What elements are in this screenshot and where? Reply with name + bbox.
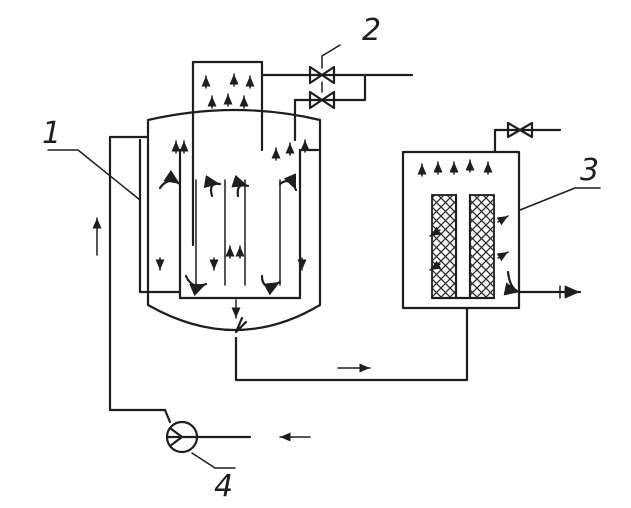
valve-upper[interactable]	[308, 65, 336, 85]
leader-lines	[47, 44, 601, 469]
liquid-outlet-line	[517, 285, 582, 299]
valve-lower[interactable]	[308, 81, 336, 110]
transfer-line	[234, 306, 469, 382]
feed-line	[92, 217, 311, 442]
gas-outlet-line	[260, 55, 414, 142]
gas-column	[191, 60, 264, 247]
label-reactor: 1	[42, 116, 61, 151]
label-valve: 2	[362, 13, 381, 48]
separator-vessel	[401, 128, 562, 310]
separator-flow-arrows	[417, 159, 522, 296]
draft-tube	[138, 138, 320, 300]
reactor-vessel	[108, 108, 322, 412]
filter-element	[430, 193, 496, 300]
valve-separator[interactable]	[506, 121, 534, 139]
pump[interactable]	[163, 408, 199, 454]
label-pump: 4	[214, 469, 233, 504]
circulation-arrows	[158, 169, 298, 334]
gas-flow-arrows	[155, 73, 310, 319]
label-separator: 3	[580, 153, 599, 188]
